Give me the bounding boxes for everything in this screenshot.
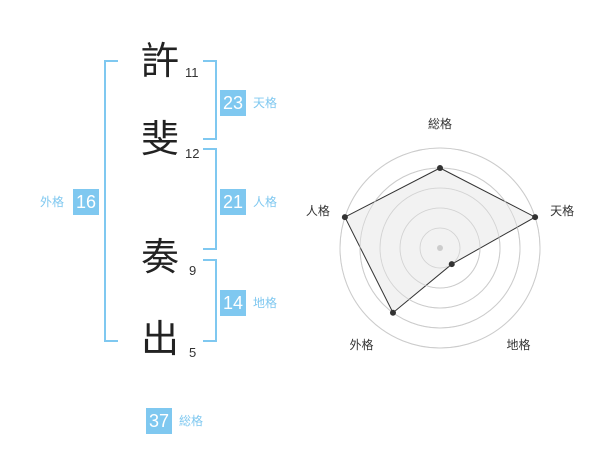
stroke-count-4: 5 bbox=[189, 345, 197, 360]
radar-axis-label-4: 外格 bbox=[349, 337, 373, 352]
radar-axis-label-1: 総格 bbox=[428, 116, 452, 131]
radar-axis-label-2: 天格 bbox=[550, 203, 574, 218]
name-char-1: 許 bbox=[141, 39, 180, 83]
gaikaku-badge: 16 bbox=[73, 189, 99, 215]
chikaku-bracket bbox=[203, 259, 217, 342]
radar-axis-label-3: 地格 bbox=[507, 337, 531, 352]
radar-point-5 bbox=[341, 214, 348, 221]
stroke-count-2: 12 bbox=[185, 146, 200, 161]
radar-grid-ring-overlay-1 bbox=[419, 227, 461, 269]
tenkaku-badge: 23 bbox=[220, 90, 246, 116]
tenkaku-label: 天格 bbox=[253, 96, 278, 110]
chikaku-label: 地格 bbox=[253, 296, 278, 310]
soukaku-badge: 37 bbox=[146, 408, 172, 434]
gaikaku-label: 外格 bbox=[40, 195, 65, 209]
stroke-count-3: 9 bbox=[189, 263, 197, 278]
radar-point-2 bbox=[532, 214, 539, 221]
radar-point-1 bbox=[437, 165, 443, 171]
radar-grid-ring-overlay-3 bbox=[379, 187, 501, 309]
gaikaku-bracket bbox=[104, 60, 118, 342]
stroke-count-1: 11 bbox=[185, 65, 199, 80]
radar-point-4 bbox=[389, 309, 396, 316]
radar-axis-label-5: 人格 bbox=[306, 203, 330, 218]
name-char-3: 奏 bbox=[141, 235, 180, 279]
radar-grid-ring-overlay-2 bbox=[399, 207, 481, 289]
jinkaku-badge: 21 bbox=[220, 189, 246, 215]
name-char-2: 斐 bbox=[141, 117, 180, 161]
chikaku-badge: 14 bbox=[220, 290, 246, 316]
jinkaku-label: 人格 bbox=[253, 195, 278, 209]
radar-point-3 bbox=[448, 261, 455, 268]
radar-center-dot bbox=[437, 245, 443, 251]
radar-data-polygon bbox=[344, 167, 537, 314]
tenkaku-bracket bbox=[203, 60, 217, 140]
soukaku-label: 総格 bbox=[179, 414, 204, 428]
radar-grid-ring-overlay-5 bbox=[339, 147, 541, 349]
name-char-4: 出 bbox=[141, 317, 180, 361]
jinkaku-bracket bbox=[203, 148, 217, 250]
